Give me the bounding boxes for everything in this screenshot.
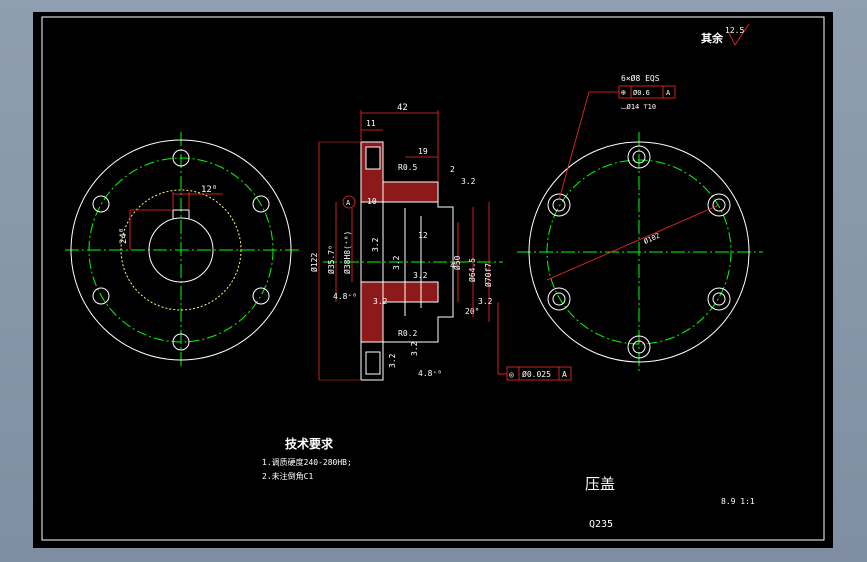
- surface-finish-note: 其余 12.5: [701, 23, 750, 46]
- dim-10: 10: [367, 197, 377, 206]
- tech-requirement-item: 2.未注倒角C1: [262, 471, 313, 481]
- dim-2: 2: [450, 165, 455, 174]
- bolt-hole: [172, 333, 190, 351]
- roughness-mark: 3.2: [388, 353, 397, 368]
- hole-callout: 6×Ø8 EQS: [621, 73, 660, 83]
- section-flange: [360, 141, 384, 381]
- tech-requirements-title: 技术要求: [285, 436, 334, 451]
- roughness-mark: 3.2: [392, 255, 401, 270]
- roughness-symbol: [728, 23, 750, 46]
- left-view-bore: [148, 217, 214, 283]
- dim-12: 12: [418, 231, 428, 240]
- dim-r05: R0.5: [398, 163, 417, 172]
- dim-d50: Ø50: [452, 255, 462, 270]
- dim-d64: Ø64.5: [467, 258, 477, 282]
- right-view-bolt-holes: [547, 145, 731, 359]
- dim-4: 4: [450, 261, 455, 270]
- bolt-hole: [172, 149, 190, 167]
- angle-20: 20°: [465, 307, 479, 316]
- dim-48a: 4.8⁺⁰: [333, 292, 357, 301]
- right-view-pcd-circle: [546, 159, 732, 345]
- roughness-mark: 3.2: [371, 237, 380, 252]
- drawing-canvas: 12⁰ 24⁰ 42 11 19 R0.5 2 10: [41, 16, 825, 541]
- counterbore-outer: [547, 193, 571, 217]
- keyway-width-dim: 12⁰: [201, 185, 217, 195]
- counterbore-callout: ⌴Ø14 ⊤10: [621, 103, 656, 111]
- left-view-hidden-circle: [120, 189, 242, 311]
- runout-frame: [506, 366, 572, 381]
- bolt-hole: [92, 287, 110, 305]
- bolt-hole: [92, 195, 110, 213]
- roughness-marks: 3.2 3.2 3.2 3.2 3.2 3.2 3.2 3.2: [371, 177, 493, 368]
- dim-19: 19: [418, 147, 428, 156]
- hole-inner: [552, 292, 566, 306]
- position-value: Ø0.6: [633, 89, 650, 97]
- section-bolt-hole-upper: [365, 146, 381, 170]
- hole-inner: [712, 198, 726, 212]
- counterbore-outer: [627, 335, 651, 359]
- left-view-pcd-circle: [88, 157, 274, 343]
- dim-r02: R0.2: [398, 329, 417, 338]
- pcd-dim: Ø102: [643, 232, 662, 246]
- surface-finish-label: 其余: [701, 31, 724, 45]
- sheet-border: [41, 16, 825, 541]
- dim-flange: 11: [366, 119, 376, 128]
- datum-marker: [342, 195, 356, 209]
- runout-datum: A: [562, 370, 567, 379]
- runout-value: Ø0.025: [522, 369, 551, 379]
- roughness-mark: 3.2: [461, 177, 476, 186]
- left-view-keyway: [172, 209, 190, 219]
- title-block: 压盖 8.9 1:1 Q235: [585, 475, 755, 530]
- part-name: 压盖: [585, 475, 615, 493]
- runout-symbol: ◎: [509, 370, 514, 379]
- counterbore-outer: [547, 287, 571, 311]
- dim-48b: 4.8⁺⁰: [418, 369, 442, 378]
- surface-finish-value: 12.5: [725, 26, 744, 35]
- section-bolt-hole-lower: [365, 351, 381, 375]
- roughness-mark: 3.2: [478, 297, 493, 306]
- dim-total-length: 42: [397, 103, 408, 113]
- bolt-hole: [252, 195, 270, 213]
- hole-inner: [632, 150, 646, 164]
- left-view-outer-circle: [70, 139, 292, 361]
- hole-inner: [552, 198, 566, 212]
- counterbore-outer: [627, 145, 651, 169]
- dim-d35: Ø35.7⁰: [326, 245, 336, 274]
- position-datum: A: [666, 89, 671, 97]
- dim-d70: Ø70f7: [483, 263, 493, 287]
- sheet-info: 8.9 1:1: [721, 497, 755, 506]
- left-view-bolt-holes: [92, 149, 270, 351]
- position-frame: [618, 85, 676, 99]
- roughness-mark: 3.2: [410, 341, 419, 356]
- right-view: Ø102 6×Ø8 EQS ⊕ Ø0.6 A ⌴Ø14 ⊤10: [517, 73, 763, 372]
- counterbore-outer: [707, 193, 731, 217]
- dim-d122: Ø122: [309, 253, 319, 272]
- drawing-sheet: 12⁰ 24⁰ 42 11 19 R0.5 2 10: [33, 12, 833, 548]
- hole-leader: [558, 91, 619, 201]
- tech-requirement-item: 1.调质硬度240-280HB;: [262, 457, 352, 467]
- right-view-outer-circle: [528, 141, 750, 363]
- hole-inner: [712, 292, 726, 306]
- dim-d38: Ø38H8(⁺⁰): [342, 231, 352, 274]
- keyway-depth-dim: 24⁰: [119, 228, 129, 244]
- left-view: 12⁰ 24⁰: [65, 132, 299, 367]
- section-view: 42 11 19 R0.5 2 10 12 4 R0.2 20° Ø122 Ø3…: [309, 103, 572, 381]
- material: Q235: [589, 519, 613, 530]
- roughness-mark: 3.2: [413, 271, 428, 280]
- hole-inner: [632, 340, 646, 354]
- roughness-mark: 3.2: [373, 297, 388, 306]
- counterbore-outer: [707, 287, 731, 311]
- tech-requirements: 技术要求 1.调质硬度240-280HB; 2.未注倒角C1: [262, 436, 352, 481]
- section-hub: [383, 181, 454, 343]
- pcd-dim-line: [546, 204, 720, 281]
- bolt-hole: [252, 287, 270, 305]
- position-symbol: ⊕: [621, 88, 626, 97]
- datum-label: A: [346, 199, 351, 207]
